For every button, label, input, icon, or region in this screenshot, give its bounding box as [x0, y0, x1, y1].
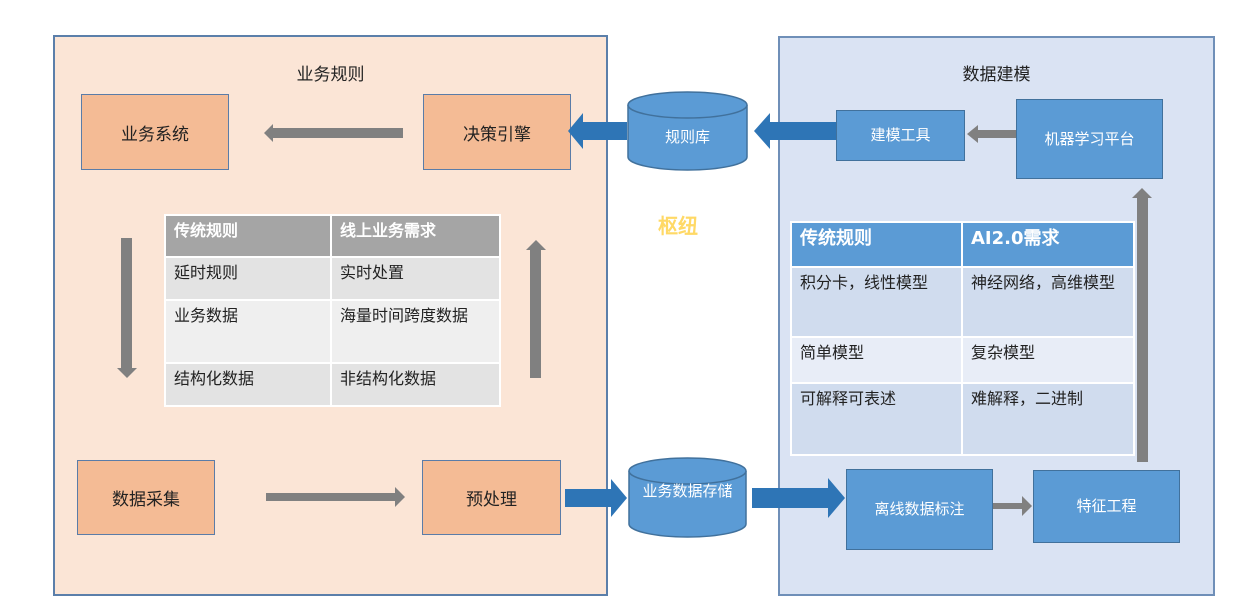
table-row: 积分卡，线性模型 神经网络，高维模型 [790, 266, 1135, 338]
table-row: 延时规则 实时处置 [164, 256, 501, 301]
decision-engine-node[interactable]: 决策引擎 [423, 94, 571, 170]
table-header-traditional: 传统规则 [164, 214, 332, 258]
table-row: 简单模型 复杂模型 [790, 336, 1135, 384]
table-cell: 海量时间跨度数据 [330, 299, 501, 364]
table-cell: 业务数据 [164, 299, 332, 364]
table-cell: 复杂模型 [961, 336, 1135, 384]
ai-comparison-table: 传统规则 AI2.0需求 积分卡，线性模型 神经网络，高维模型 简单模型 复杂模… [790, 221, 1135, 456]
arrow-up-left [526, 240, 546, 378]
business-rules-title: 业务规则 [296, 65, 365, 85]
table-row: 可解释可表述 难解释，二进制 [790, 382, 1135, 456]
feature-engineering-node[interactable]: 特征工程 [1033, 470, 1180, 543]
table-cell: 非结构化数据 [330, 362, 501, 407]
database-icon [628, 457, 747, 538]
business-data-store-label: 业务数据存储 [642, 482, 733, 500]
table-row: 业务数据 海量时间跨度数据 [164, 299, 501, 364]
arrow-store-to-labeling [752, 478, 845, 518]
arrow-preprocessing-to-store [565, 479, 627, 517]
table-header-ai2: AI2.0需求 [961, 221, 1135, 268]
arrow-ml-to-modeling-tool [967, 125, 1016, 143]
rule-store-label: 规则库 [664, 128, 710, 146]
table-cell: 延时规则 [164, 256, 332, 301]
table-row: 结构化数据 非结构化数据 [164, 362, 501, 407]
business-data-store-database[interactable]: 业务数据存储 [628, 457, 747, 538]
rule-store-database[interactable]: 规则库 [627, 91, 748, 171]
table-cell: 神经网络，高维模型 [961, 266, 1135, 338]
modeling-tool-node[interactable]: 建模工具 [836, 110, 965, 161]
table-header-online: 线上业务需求 [330, 214, 501, 258]
database-icon [627, 91, 748, 171]
table-cell: 难解释，二进制 [961, 382, 1135, 456]
arrow-down-left [117, 238, 137, 378]
ml-platform-node[interactable]: 机器学习平台 [1016, 99, 1163, 179]
data-collection-node[interactable]: 数据采集 [77, 460, 215, 535]
table-cell: 实时处置 [330, 256, 501, 301]
table-cell: 结构化数据 [164, 362, 332, 407]
data-modeling-title: 数据建模 [962, 65, 1031, 85]
arrow-collection-to-preprocessing [266, 487, 405, 507]
business-system-node[interactable]: 业务系统 [81, 94, 229, 170]
table-cell: 积分卡，线性模型 [790, 266, 963, 338]
preprocessing-node[interactable]: 预处理 [422, 460, 561, 535]
arrow-up-right [1132, 188, 1152, 462]
table-cell: 可解释可表述 [790, 382, 963, 456]
arrow-modeling-to-rulestore [754, 113, 836, 149]
business-comparison-table: 传统规则 线上业务需求 延时规则 实时处置 业务数据 海量时间跨度数据 结构化数… [164, 214, 501, 407]
table-cell: 简单模型 [790, 336, 963, 384]
arrow-decision-to-business-system [264, 124, 403, 142]
hub-label: 枢纽 [658, 214, 698, 238]
arrow-rulestore-to-decision [568, 113, 627, 149]
table-header-traditional: 传统规则 [790, 221, 963, 268]
offline-labeling-node[interactable]: 离线数据标注 [846, 469, 993, 550]
arrow-labeling-to-feature [993, 496, 1032, 516]
